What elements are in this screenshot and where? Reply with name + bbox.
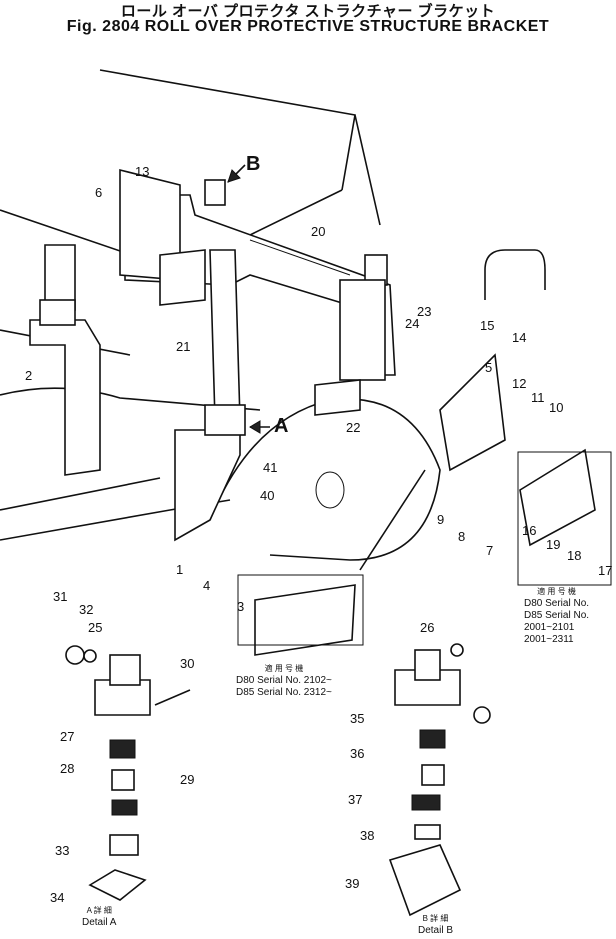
detail-b-caption: B 詳 細 Detail B: [418, 913, 453, 937]
callout-41: 41: [263, 460, 277, 475]
side-plates: [254, 353, 596, 656]
detail-a-jp: A 詳 細: [86, 906, 112, 915]
callout-32: 32: [79, 602, 93, 617]
callout-23: 23: [417, 304, 431, 319]
fin-blocks: [159, 249, 361, 416]
callout-11: 11: [531, 390, 545, 405]
callout-12: 12: [512, 376, 526, 391]
callout-21: 21: [176, 339, 190, 354]
callout-15: 15: [480, 318, 494, 333]
callout-34: 34: [50, 890, 64, 905]
callout-40: 40: [260, 488, 274, 503]
callout-24: 24: [405, 316, 419, 331]
view-a-marker: A: [249, 415, 288, 437]
callout-36: 36: [350, 746, 364, 761]
serial-box-mid: 適 用 号 機 D80 Serial No. 2102~ D85 Serial …: [236, 663, 332, 699]
serial-right-line3: 2001~2101: [524, 622, 575, 633]
callout-27: 27: [60, 729, 74, 744]
callout-10: 10: [549, 400, 563, 415]
page-title: Fig. 2804 ROLL OVER PROTECTIVE STRUCTURE…: [66, 18, 550, 35]
left-mount: [29, 244, 101, 476]
callout-35: 35: [350, 711, 364, 726]
callout-4: 4: [203, 578, 210, 593]
serial-mid-line1: D80 Serial No. 2102~: [236, 675, 332, 686]
callout-9: 9: [437, 512, 444, 527]
callout-16: 16: [522, 523, 536, 538]
view-b-label: B: [246, 153, 260, 175]
detail-a-caption: A 詳 細 Detail A: [82, 905, 116, 929]
detail-b-parts: [388, 643, 491, 917]
view-a-label: A: [274, 415, 288, 437]
callout-7: 7: [486, 543, 493, 558]
callout-14: 14: [512, 330, 526, 345]
callout-29: 29: [180, 772, 194, 787]
callout-26: 26: [420, 620, 434, 635]
detail-b-en: Detail B: [418, 925, 454, 936]
serial-right-line2: D85 Serial No.: [524, 610, 590, 621]
detail-b-jp: B 詳 細: [422, 914, 449, 923]
callout-labels: 1234567891011121314151617181920212223242…: [25, 164, 612, 905]
callout-2: 2: [25, 368, 32, 383]
serial-box-right-jp: 適 用 号 機: [537, 587, 576, 596]
detail-a-parts: [65, 645, 191, 901]
serial-mid-line2: D85 Serial No. 2312~: [236, 687, 332, 698]
callout-38: 38: [360, 828, 374, 843]
serial-box-mid-jp: 適 用 号 機: [264, 664, 304, 673]
callout-17: 17: [598, 563, 612, 578]
callout-13: 13: [135, 164, 149, 179]
vertical-arm: [174, 249, 246, 542]
callout-22: 22: [346, 420, 360, 435]
serial-box-right-frame: [517, 451, 612, 586]
handrail: [484, 249, 546, 300]
callout-3: 3: [237, 599, 244, 614]
callout-6: 6: [95, 185, 102, 200]
callout-18: 18: [567, 548, 581, 563]
callout-25: 25: [88, 620, 102, 635]
bolt-strip: [359, 469, 426, 571]
callout-28: 28: [60, 761, 74, 776]
callout-20: 20: [311, 224, 325, 239]
serial-box-right: 適 用 号 機 D80 Serial No. D85 Serial No. 20…: [524, 586, 589, 646]
callout-31: 31: [53, 589, 67, 604]
title-japanese: ロール オーバ プロテクタ ストラクチャー ブラケット: [120, 3, 496, 20]
detail-a-en: Detail A: [82, 917, 117, 928]
callout-33: 33: [55, 843, 69, 858]
callout-5: 5: [485, 360, 492, 375]
callout-30: 30: [180, 656, 194, 671]
callout-39: 39: [345, 876, 359, 891]
callout-1: 1: [176, 562, 183, 577]
serial-box-mid-frame: [237, 574, 364, 646]
callout-19: 19: [546, 537, 560, 552]
serial-right-line1: D80 Serial No.: [524, 598, 590, 609]
serial-right-line4: 2001~2311: [524, 634, 574, 645]
callout-8: 8: [458, 529, 465, 544]
view-b-marker: B: [227, 153, 260, 183]
callout-37: 37: [348, 792, 362, 807]
